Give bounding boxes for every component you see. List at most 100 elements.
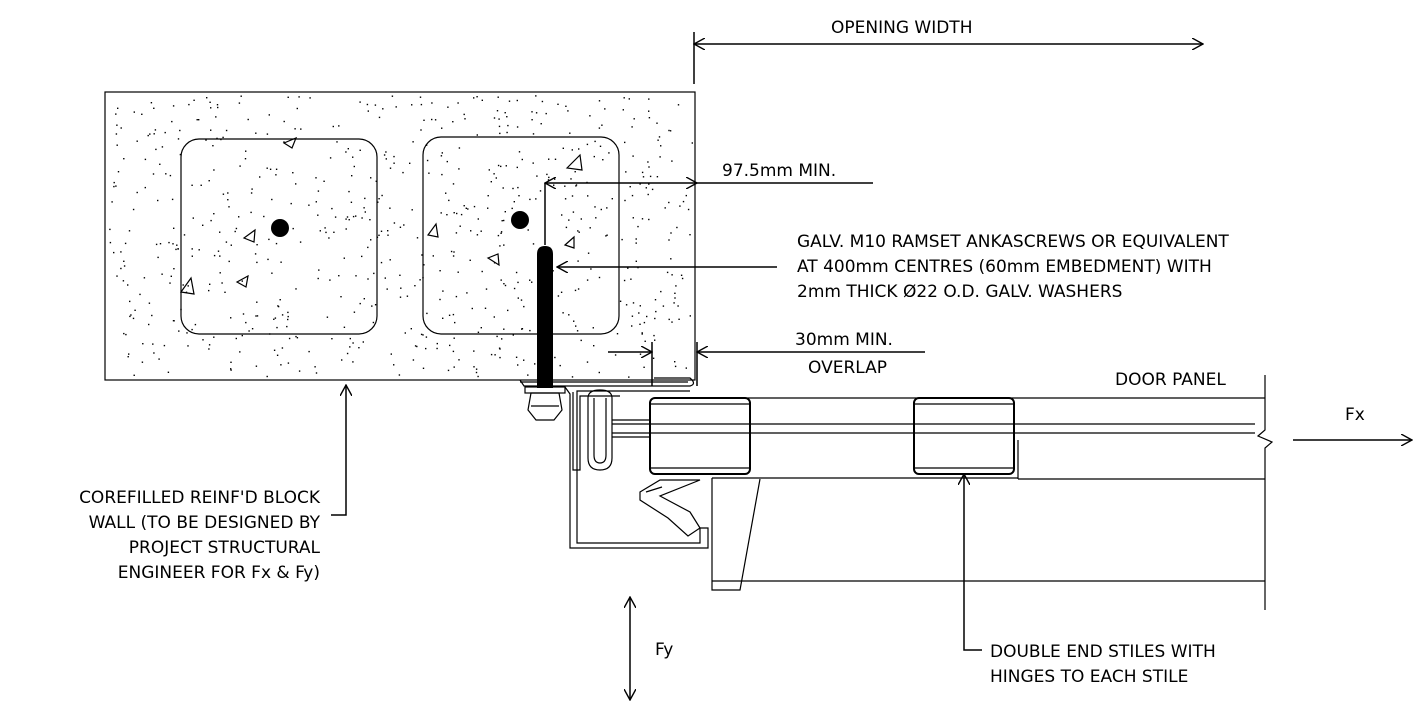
- stipple-dot: [565, 226, 568, 229]
- stipple-dot: [331, 338, 333, 340]
- stipple-dot: [117, 171, 120, 173]
- stipple-dot: [534, 363, 536, 365]
- stipple-dot: [352, 342, 354, 344]
- stipple-dot: [455, 232, 458, 234]
- stipple-dot: [235, 227, 238, 230]
- stipple-dot: [426, 312, 428, 315]
- stipple-dot: [546, 173, 548, 176]
- stipple-dot: [276, 326, 278, 329]
- stipple-dot: [372, 321, 375, 324]
- stipple-dot: [400, 287, 402, 289]
- stipple-dot: [230, 244, 232, 246]
- stipple-dot: [113, 251, 115, 254]
- stipple-dot: [378, 234, 380, 236]
- stipple-dot: [191, 255, 193, 257]
- stipple-dot: [191, 328, 193, 331]
- stipple-dot: [259, 176, 261, 178]
- stipple-dot: [202, 339, 204, 341]
- stipple-dot: [463, 113, 465, 116]
- stipple-dot: [242, 313, 245, 315]
- stipple-dot: [545, 112, 547, 115]
- stipple-dot: [598, 371, 600, 374]
- stipple-dot: [227, 192, 229, 194]
- stipple-dot: [406, 295, 409, 297]
- stipple-dot: [567, 110, 569, 112]
- stipple-dot: [487, 207, 489, 209]
- stipple-dot: [647, 161, 649, 163]
- stipple-dot: [175, 248, 177, 251]
- stipple-dot: [225, 241, 228, 243]
- stipple-dot: [521, 158, 523, 161]
- stipple-dot: [467, 208, 469, 210]
- stipple-dot: [167, 371, 170, 373]
- stipple-dot: [568, 219, 570, 221]
- stipple-dot: [244, 158, 247, 160]
- stipple-dot: [267, 258, 269, 261]
- stipple-dot: [680, 274, 683, 276]
- stipple-dot: [500, 165, 502, 168]
- stipple-dot: [329, 279, 331, 281]
- stipple-dot: [536, 175, 538, 177]
- stipple-dot: [221, 282, 223, 284]
- stipple-dot: [340, 296, 342, 298]
- stipple-dot: [123, 260, 125, 262]
- stipple-dot: [287, 315, 289, 318]
- stipple-dot: [128, 230, 131, 232]
- stipple-dot: [183, 234, 186, 236]
- stipple-dot: [565, 105, 567, 107]
- stipple-dot: [500, 279, 502, 281]
- stipple-dot: [412, 141, 414, 143]
- stipple-dot: [571, 149, 573, 151]
- stipple-dot: [420, 333, 423, 336]
- stipple-dot: [590, 268, 592, 270]
- stipple-dot: [553, 184, 555, 186]
- stipple-dot: [441, 127, 443, 129]
- stipple-dot: [674, 297, 676, 299]
- stipple-dot: [598, 276, 601, 279]
- stipple-dot: [177, 248, 179, 250]
- stipple-dot: [679, 205, 681, 207]
- stipple-dot: [574, 171, 576, 173]
- stipple-dot: [346, 352, 349, 355]
- stipple-dot: [440, 212, 442, 214]
- stipple-dot: [323, 180, 325, 182]
- stipple-dot: [116, 124, 118, 126]
- stipple-dot: [577, 260, 579, 262]
- stipple-dot: [503, 328, 505, 330]
- stipple-dot: [134, 309, 136, 311]
- stipple-dot: [239, 351, 241, 353]
- stipple-dot: [370, 177, 372, 179]
- stipple-dot: [296, 337, 299, 339]
- wall-note-line-3: PROJECT STRUCTURAL: [129, 538, 321, 558]
- stipple-dot: [477, 218, 479, 220]
- stipple-dot: [614, 354, 617, 356]
- stipple-dot: [441, 173, 443, 176]
- stipple-dot: [366, 103, 369, 106]
- stipple-dot: [153, 133, 155, 135]
- stipple-dot: [456, 212, 458, 215]
- stipple-dot: [440, 155, 443, 157]
- stipple-dot: [648, 166, 650, 168]
- stipple-dot: [652, 357, 655, 359]
- stipple-dot: [163, 344, 166, 347]
- stipple-dot: [359, 101, 361, 103]
- stipple-dot: [230, 361, 232, 363]
- stipple-dot: [654, 317, 656, 320]
- stipple-dot: [286, 325, 288, 328]
- stipple-dot: [668, 201, 670, 204]
- stipple-dot: [499, 356, 501, 359]
- stipple-dot: [594, 140, 596, 143]
- stipple-dot: [662, 305, 665, 307]
- stipple-dot: [423, 119, 425, 121]
- stipple-dot: [641, 332, 643, 334]
- stipple-dot: [453, 366, 455, 368]
- aggregate-mark: [282, 136, 298, 149]
- stipple-dot: [532, 133, 535, 135]
- stipple-dot: [623, 97, 625, 99]
- stipple-dot: [635, 260, 637, 262]
- stipple-dot: [671, 160, 673, 162]
- stipple-dot: [239, 165, 241, 167]
- stipple-dot: [228, 260, 230, 263]
- stipple-dot: [426, 159, 429, 162]
- stipple-dot: [641, 218, 644, 220]
